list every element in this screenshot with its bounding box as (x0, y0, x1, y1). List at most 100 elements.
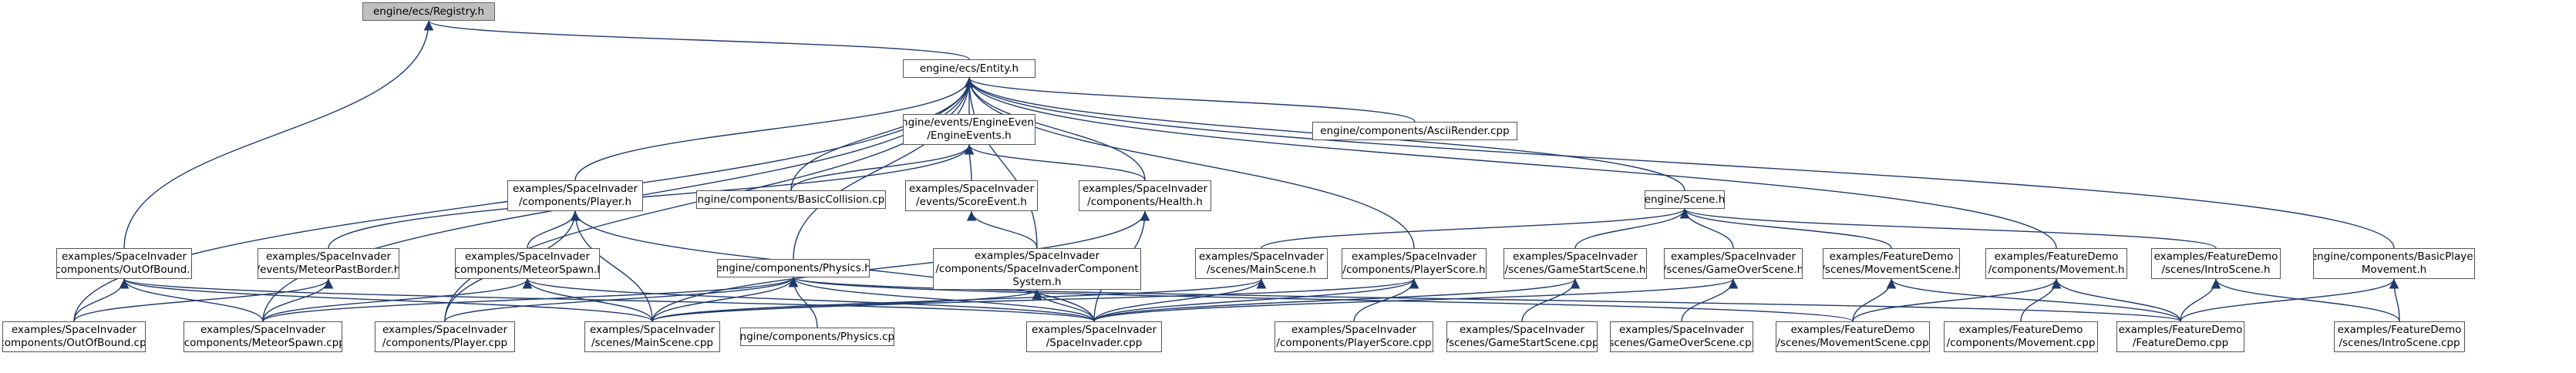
edge-mainscene_cpp-to-playerscore_h (652, 278, 1419, 322)
edge-scoreevent-to-engineevents (964, 144, 975, 181)
edge-mainscene_h-to-scene (1261, 208, 1690, 249)
edge-featuredemo_cpp-to-physics (789, 277, 2181, 322)
node-label: engine/components/BasicCollision.cpp (696, 193, 886, 206)
edge-fd_intro_h-to-scene (1680, 208, 2217, 249)
edge-fd_movscene_cpp-to-fd_movement_h (1852, 278, 2062, 322)
node-registry[interactable]: engine/ecs/Registry.h (362, 2, 495, 21)
edge-mainscene_cpp-to-physics (652, 277, 799, 322)
node-label: examples/FeatureDemo/scenes/MovementScen… (1823, 250, 1960, 276)
edge-spaceinvader_cpp-to-compsystem (1032, 289, 1095, 322)
node-entity[interactable]: engine/ecs/Entity.h (903, 59, 1035, 78)
edge-meteorpast-to-engineevents (328, 144, 975, 249)
node-label: examples/SpaceInvader/scenes/GameStartSc… (1446, 324, 1598, 349)
node-label: examples/SpaceInvader/components/OutOfBo… (2, 324, 146, 349)
node-fd_movement_h[interactable]: examples/FeatureDemo/components/Movement… (1985, 248, 2127, 279)
node-label: engine/components/AsciiRender.cpp (1320, 124, 1510, 137)
edge-mainscene_cpp-to-player (570, 210, 653, 322)
node-label: examples/SpaceInvader/components/MeteorS… (184, 324, 342, 349)
node-label: engine/ecs/Entity.h (919, 62, 1019, 75)
edge-playerscore_h-to-entity (964, 77, 1415, 249)
node-label: examples/FeatureDemo/scenes/MovementScen… (1776, 324, 1929, 349)
node-label: examples/SpaceInvader/events/MeteorPastB… (258, 250, 399, 276)
edge-player-to-entity (574, 77, 975, 181)
node-label: examples/SpaceInvader/components/Health.… (1082, 183, 1208, 208)
node-meteorspawn_cpp[interactable]: examples/SpaceInvader/components/MeteorS… (184, 321, 342, 352)
node-spaceinvader_cpp[interactable]: examples/SpaceInvader/SpaceInvader.cpp (1026, 321, 1162, 352)
node-scene[interactable]: engine/Scene.h (1645, 190, 1725, 209)
node-label: engine/ecs/Registry.h (372, 5, 485, 18)
node-asciirender[interactable]: engine/components/AsciiRender.cpp (1312, 122, 1517, 140)
edge-physics-to-entity (793, 77, 975, 260)
node-mainscene_cpp[interactable]: examples/SpaceInvader/scenes/MainScene.c… (584, 321, 720, 352)
node-physics_cpp[interactable]: engine/components/Physics.cpp (740, 328, 894, 346)
edge-meteorspawn-to-player (527, 210, 581, 249)
node-outofbound[interactable]: examples/SpaceInvader/components/OutOfBo… (56, 248, 192, 279)
node-featuredemo_cpp[interactable]: examples/FeatureDemo/FeatureDemo.cpp (2116, 321, 2244, 352)
edge-fd_movement_h-to-entity (964, 77, 2057, 249)
node-label: examples/FeatureDemo/scenes/IntroScene.c… (2337, 324, 2462, 349)
edge-compsystem-to-entity (964, 77, 1038, 249)
node-label: examples/SpaceInvader/components/MeteorS… (455, 250, 600, 276)
node-playerscore_cpp[interactable]: examples/SpaceInvader/components/PlayerS… (1275, 321, 1433, 352)
edge-health-to-engineevents (964, 144, 1146, 181)
edge-outofbound-to-registry (123, 20, 434, 249)
node-mainscene_h[interactable]: examples/SpaceInvader/scenes/MainScene.h (1195, 248, 1328, 279)
node-label: engine/Scene.h (1645, 193, 1725, 206)
node-player_cpp[interactable]: examples/SpaceInvader/components/Player.… (375, 321, 515, 352)
node-gameover_cpp[interactable]: examples/SpaceInvader/scenes/GameOverSce… (1610, 321, 1753, 352)
node-outofbound_cpp[interactable]: examples/SpaceInvader/components/OutOfBo… (2, 321, 146, 352)
edge-outofbound_cpp-to-meteorpast (73, 278, 334, 322)
node-fd_movement_cpp[interactable]: examples/FeatureDemo/components/Movement… (1944, 321, 2098, 352)
node-gameover_h[interactable]: examples/SpaceInvader/scenes/GameOverSce… (1664, 248, 1803, 279)
edge-fd_movement_cpp-to-fd_movement_h (2020, 278, 2062, 322)
node-label: engine/events/EngineEvents/EngineEvents.… (904, 116, 1035, 142)
node-fd_intro_h[interactable]: examples/FeatureDemo/scenes/IntroScene.h (2151, 248, 2281, 279)
node-compsystem[interactable]: examples/SpaceInvader/components/SpaceIn… (933, 248, 1141, 290)
node-fd_movscene_h[interactable]: examples/FeatureDemo/scenes/MovementScen… (1823, 248, 1960, 279)
edge-fd_intro_cpp-to-basicplayermov (2389, 278, 2400, 322)
node-label: examples/FeatureDemo/components/Movement… (1988, 250, 2125, 276)
edge-mainscene_cpp-to-outofbound (120, 278, 653, 322)
edge-basicplayermov-to-entity (964, 77, 2395, 249)
edge-spaceinvader_cpp-to-gameover_h (1093, 278, 1738, 322)
node-label: examples/SpaceInvader/scenes/MainScene.h (1198, 250, 1325, 276)
node-meteorspawn[interactable]: examples/SpaceInvader/components/MeteorS… (455, 248, 600, 279)
edge-featuredemo_cpp-to-fd_intro_h (2180, 278, 2221, 322)
edge-featuredemo_cpp-to-fd_movement_h (2051, 278, 2181, 322)
node-basiccollision[interactable]: engine/components/BasicCollision.cpp (696, 190, 886, 209)
node-physics[interactable]: engine/components/Physics.h (717, 259, 870, 277)
edge-meteorspawn_cpp-to-meteorspawn (262, 278, 533, 322)
node-player[interactable]: examples/SpaceInvader/components/Player.… (507, 180, 643, 211)
node-health[interactable]: examples/SpaceInvader/components/Health.… (1079, 180, 1211, 211)
node-label: examples/SpaceInvader/components/Player.… (512, 183, 638, 208)
edge-spaceinvader_cpp-to-meteorspawn (523, 278, 1095, 322)
edge-compsystem-to-scoreevent (966, 210, 1038, 249)
node-playerscore_h[interactable]: examples/SpaceInvader/components/PlayerS… (1342, 248, 1487, 279)
node-label: engine/components/Physics.cpp (740, 330, 894, 343)
edge-entity-to-registry (424, 20, 970, 60)
node-label: examples/SpaceInvader/scenes/GameOverSce… (1664, 250, 1803, 276)
node-meteorpast[interactable]: examples/SpaceInvader/events/MeteorPastB… (258, 248, 399, 279)
node-engineevents[interactable]: engine/events/EngineEvents/EngineEvents.… (903, 114, 1035, 145)
node-gamestart_cpp[interactable]: examples/SpaceInvader/scenes/GameStartSc… (1446, 321, 1598, 352)
node-label: examples/SpaceInvader/scenes/GameOverSce… (1610, 324, 1753, 349)
edge-fd_movscene_h-to-scene (1679, 208, 1892, 249)
edge-health-to-entity (964, 77, 1146, 181)
edge-mainscene_cpp-to-mainscene_h (652, 278, 1266, 322)
node-scoreevent[interactable]: examples/SpaceInvader/events/ScoreEvent.… (905, 180, 1038, 211)
node-fd_movscene_cpp[interactable]: examples/FeatureDemo/scenes/MovementScen… (1776, 321, 1930, 352)
node-fd_intro_cpp[interactable]: examples/FeatureDemo/scenes/IntroScene.c… (2334, 321, 2465, 352)
node-label: examples/FeatureDemo/components/Movement… (1946, 324, 2096, 349)
edge-meteorspawn_cpp-to-outofbound (119, 278, 264, 322)
node-label: examples/FeatureDemo/scenes/IntroScene.h (2153, 250, 2278, 276)
node-label: engine/components/Physics.h (717, 261, 870, 274)
edge-mainscene_cpp-to-health (652, 210, 1150, 322)
node-label: examples/SpaceInvader/components/PlayerS… (1342, 250, 1486, 276)
node-gamestart_h[interactable]: examples/SpaceInvader/scenes/GameStartSc… (1504, 248, 1647, 279)
node-label: examples/FeatureDemo/FeatureDemo.cpp (2118, 324, 2243, 349)
edge-meteorspawn_cpp-to-meteorpast (262, 278, 334, 322)
node-label: examples/SpaceInvader/components/Player.… (382, 324, 508, 349)
